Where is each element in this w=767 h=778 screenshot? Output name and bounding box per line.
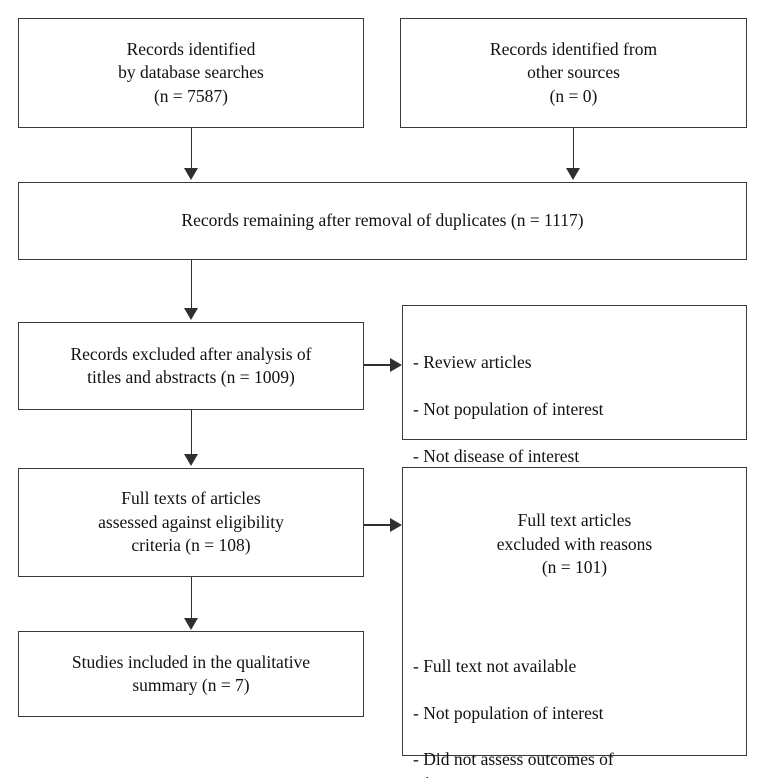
arrow-fulltext-to-excluded-reasons-icon	[390, 518, 402, 532]
full-text-excluded-heading: Full text articles excluded with reasons…	[496, 510, 653, 578]
full-text-reason-item: Not population of interest	[413, 702, 736, 725]
box-records-identified-other-text: Records identified from other sources (n…	[489, 38, 658, 106]
box-studies-included: Studies included in the qualitative summ…	[18, 631, 364, 717]
connector-excluded-to-fulltext	[190, 410, 193, 456]
box-full-text-excluded-reasons: Full text articles excluded with reasons…	[402, 467, 747, 778]
arrow-excluded-to-fulltext-icon	[184, 454, 198, 466]
box-records-after-duplicates: Records remaining after removal of dupli…	[18, 182, 747, 260]
full-text-reason-item: Did not assess outcomes of interest	[413, 748, 736, 778]
box-records-identified-database: Records identified by database searches …	[18, 18, 364, 128]
connector-duplicates-to-excluded	[190, 260, 193, 310]
box-full-texts-assessed-text: Full texts of articles assessed against …	[98, 488, 284, 556]
box-records-identified-database-text: Records identified by database searches …	[118, 38, 264, 106]
connector-fulltext-to-included	[190, 577, 193, 620]
arrow-duplicates-to-excluded-icon	[184, 308, 198, 320]
connector-other-to-duplicates	[572, 128, 575, 170]
arrow-fulltext-to-included-icon	[184, 618, 198, 630]
box-records-after-duplicates-text: Records remaining after removal of dupli…	[181, 210, 584, 231]
connector-fulltext-to-excluded-reasons	[364, 524, 392, 526]
screening-reason-item: Not disease of interest	[413, 445, 736, 468]
box-studies-included-text: Studies included in the qualitative summ…	[71, 651, 311, 695]
arrow-other-to-duplicates-icon	[566, 168, 580, 180]
full-text-reason-item: Full text not available	[413, 655, 736, 678]
box-records-excluded-screening-text: Records excluded after analysis of title…	[70, 343, 312, 387]
screening-reason-item: Not population of interest	[413, 398, 736, 421]
full-text-excluded-content: Full text articles excluded with reasons…	[403, 486, 746, 778]
full-text-reasons-list: Full text not available Not population o…	[413, 631, 736, 778]
box-screening-exclusion-reasons: Review articles Not population of intere…	[402, 305, 747, 466]
arrow-screening-to-reasons-icon	[390, 358, 402, 372]
screening-reasons-list: Review articles Not population of intere…	[403, 328, 746, 492]
arrow-database-to-duplicates-icon	[184, 168, 198, 180]
box-records-identified-other: Records identified from other sources (n…	[400, 18, 747, 128]
box-full-texts-assessed: Full texts of articles assessed against …	[18, 468, 364, 577]
screening-reason-item: Review articles	[413, 351, 736, 374]
box-records-excluded-screening: Records excluded after analysis of title…	[18, 322, 364, 410]
connector-database-to-duplicates	[190, 128, 193, 170]
connector-screening-to-reasons	[364, 364, 392, 366]
